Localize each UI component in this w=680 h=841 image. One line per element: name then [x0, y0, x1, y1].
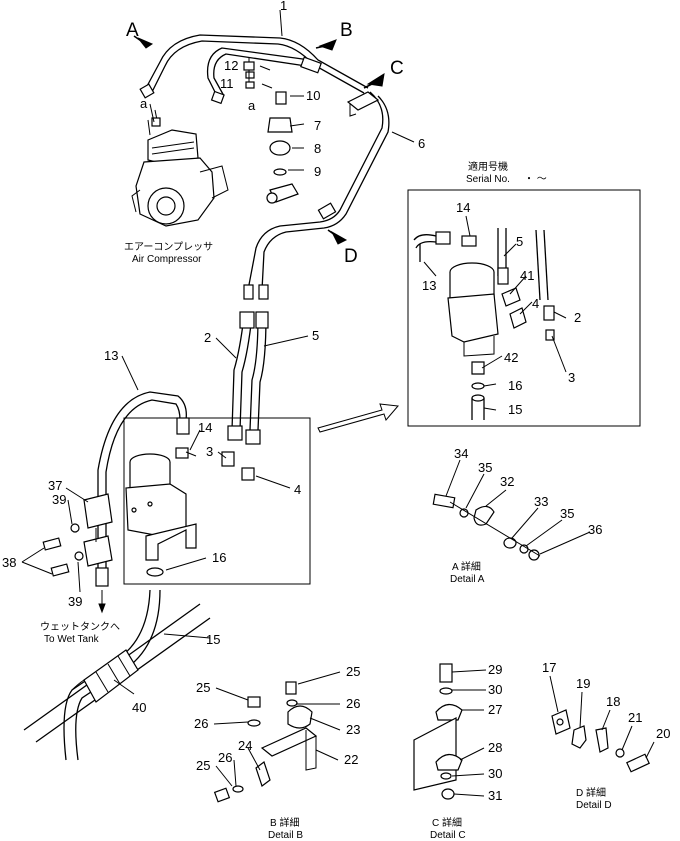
inset-callout-13: 13	[422, 278, 436, 293]
callout-29: 29	[488, 662, 502, 677]
callout-39a: 39	[52, 492, 66, 507]
serial-range: ・ ～	[524, 174, 547, 185]
callout-35b: 35	[560, 506, 574, 521]
detail-a-parts	[432, 493, 541, 561]
callout-8: 8	[314, 141, 321, 156]
callout-4: 4	[294, 482, 301, 497]
callout-35a: 35	[478, 460, 492, 475]
callout-22: 22	[344, 752, 358, 767]
callout-26b: 26	[194, 716, 208, 731]
callout-A: A	[126, 20, 139, 41]
callout-33: 33	[534, 494, 548, 509]
pipe-assembly-top	[139, 34, 390, 300]
callout-23: 23	[346, 722, 360, 737]
callout-6: 6	[418, 136, 425, 151]
callout-40: 40	[132, 700, 146, 715]
callout-19: 19	[576, 676, 590, 691]
callout-12: 12	[224, 58, 238, 73]
callout-7: 7	[314, 118, 321, 133]
callout-26c: 26	[218, 750, 232, 765]
callout-34: 34	[454, 446, 468, 461]
inset-callout-15: 15	[508, 402, 522, 417]
callout-21: 21	[628, 710, 642, 725]
callout-26a: 26	[346, 696, 360, 711]
callout-31: 31	[488, 788, 502, 803]
inset-callout-14: 14	[456, 200, 470, 215]
callout-30b: 30	[488, 766, 502, 781]
serial-label-jp: 適用号機	[468, 160, 508, 173]
serial-label-en: Serial No.	[466, 174, 510, 185]
callout-a1: a	[140, 96, 148, 111]
callout-C: C	[390, 58, 404, 79]
callout-37: 37	[48, 478, 62, 493]
wet-tank-label-jp: ウェットタンクへ	[40, 621, 120, 633]
detail-c-label-jp: C 詳細	[432, 816, 462, 829]
callout-11: 11	[220, 76, 234, 91]
callout-16: 16	[212, 550, 226, 565]
callout-28: 28	[488, 740, 502, 755]
air-compressor	[131, 109, 229, 227]
bracket-37-group	[42, 493, 113, 577]
detail-d-label-en: Detail D	[576, 800, 612, 811]
pipes-2-5	[227, 311, 269, 445]
governor-fitting-stack	[243, 58, 299, 204]
callout-38: 38	[2, 555, 16, 570]
wet-tank-label-en: To Wet Tank	[44, 634, 100, 645]
detail-c-parts	[413, 663, 463, 800]
callout-2: 2	[204, 330, 211, 345]
inset-callout-2: 2	[574, 310, 581, 325]
inset-callout-3: 3	[568, 370, 575, 385]
pipe-15-and-clamp-40	[23, 589, 211, 761]
callout-32: 32	[500, 474, 514, 489]
callout-15: 15	[206, 632, 220, 647]
callout-13: 13	[104, 348, 118, 363]
callout-D: D	[344, 246, 358, 267]
callout-1: 1	[280, 0, 287, 13]
detail-pointer-arrow	[317, 403, 399, 433]
callout-14: 14	[198, 420, 212, 435]
view-arrows	[133, 35, 385, 245]
inset-callout-16: 16	[508, 378, 522, 393]
detail-c-label-en: Detail C	[430, 830, 466, 841]
detail-inset	[407, 189, 641, 427]
callout-27: 27	[488, 702, 502, 717]
callout-39b: 39	[68, 594, 82, 609]
callout-labels: A B C D a a 1 12 11 10 7 8 9 6 2 5 13 14…	[2, 0, 670, 803]
detail-a-label-en: Detail A	[450, 574, 485, 585]
callout-25a: 25	[346, 664, 360, 679]
callout-17: 17	[542, 660, 556, 675]
callout-5: 5	[312, 328, 319, 343]
callout-25b: 25	[196, 680, 210, 695]
callout-18: 18	[606, 694, 620, 709]
callout-30a: 30	[488, 682, 502, 697]
callout-a2: a	[248, 98, 256, 113]
callout-10: 10	[306, 88, 320, 103]
captions: エアーコンプレッサ Air Compressor 適用号機 Serial No.…	[40, 160, 612, 841]
detail-b-label-en: Detail B	[268, 830, 303, 841]
inset-callout-42: 42	[504, 350, 518, 365]
callout-25c: 25	[196, 758, 210, 773]
main-dryer-box	[123, 417, 311, 585]
hose-13	[95, 391, 190, 614]
callout-24: 24	[238, 738, 252, 753]
inset-callout-5: 5	[516, 234, 523, 249]
air-compressor-label-jp: エアーコンプレッサ	[124, 241, 213, 253]
leader-lines	[21, 9, 655, 797]
inset-callout-41: 41	[520, 268, 534, 283]
detail-d-label-jp: D 詳細	[576, 786, 606, 799]
detail-b-label-jp: B 詳細	[270, 816, 299, 829]
inset-callout-4: 4	[532, 296, 539, 311]
callout-B: B	[340, 20, 353, 41]
detail-b-parts	[213, 681, 318, 803]
detail-d-parts	[551, 709, 650, 773]
air-compressor-label-en: Air Compressor	[132, 254, 202, 265]
callout-9: 9	[314, 164, 321, 179]
callout-20: 20	[656, 726, 670, 741]
callout-36: 36	[588, 522, 602, 537]
detail-a-label-jp: A 詳細	[452, 560, 481, 573]
callout-3: 3	[206, 444, 213, 459]
